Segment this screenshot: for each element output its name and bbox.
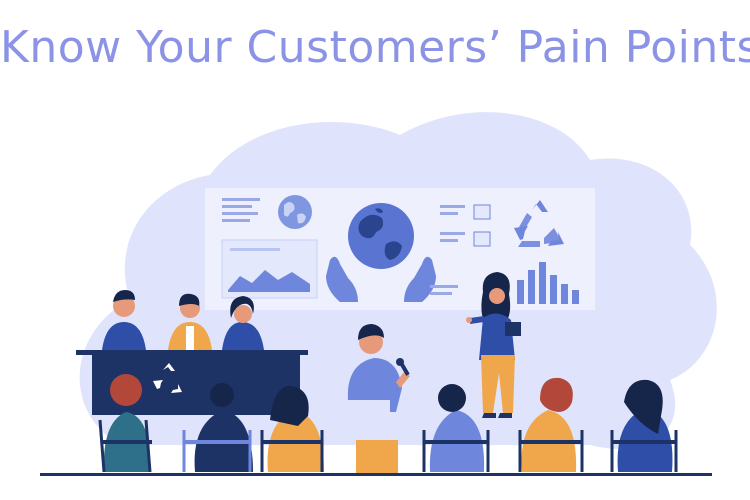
panelist-woman-orange: [168, 293, 212, 350]
conference-illustration: [40, 112, 717, 476]
microphone-icon: [396, 358, 410, 376]
audience-woman-bun: [422, 384, 490, 472]
earth-in-hands-icon: [326, 256, 436, 302]
area-chart-icon: [221, 239, 318, 299]
audience-woman-red-hair: [98, 374, 152, 473]
screen-text-lines-right: [430, 205, 465, 295]
bar-chart-icon: [517, 262, 579, 304]
audience-woman-long-hair: [260, 385, 324, 472]
audience-man-dark: [182, 383, 253, 472]
globe-icon: [278, 195, 312, 229]
earth-globe-icon: [348, 203, 414, 269]
mini-chart-icon: [473, 204, 491, 247]
panelist-man: [102, 290, 146, 350]
page-title: Know Your Customers’ Pain Points: [0, 22, 750, 73]
presenter-woman: [466, 272, 521, 418]
desk-recycle-icon: [153, 363, 182, 393]
panelist-woman-blue: [222, 296, 264, 350]
floor-line: [40, 473, 712, 476]
man-with-microphone: [347, 324, 410, 475]
recycle-icon: [514, 200, 564, 247]
audience-woman-dark-long-hair: [610, 379, 678, 472]
audience-woman-red-bob: [518, 377, 584, 472]
screen-text-lines-left: [222, 198, 260, 222]
